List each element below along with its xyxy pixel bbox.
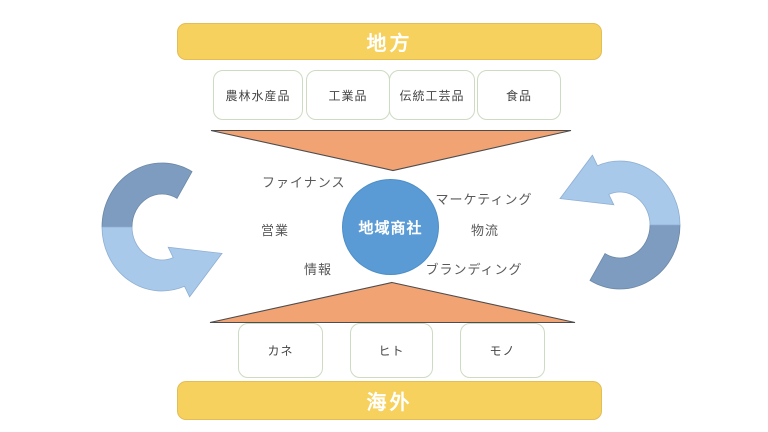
bottom-item-label: ヒト xyxy=(378,344,405,358)
center-circle-label: 地域商社 xyxy=(358,219,423,237)
bottom-banner: 海外 xyxy=(177,381,602,420)
top-item-box-crafts: 伝統工芸品 xyxy=(389,70,475,120)
top-item-label: 伝統工芸品 xyxy=(399,88,465,103)
center-circle: 地域商社 xyxy=(342,179,439,275)
top-item-box-industrial: 工業品 xyxy=(306,70,390,120)
top-item-box-agriculture: 農林水産品 xyxy=(213,70,303,120)
circular-arrow-left-icon xyxy=(101,162,223,298)
bottom-item-label: モノ xyxy=(489,344,516,358)
top-item-label: 農林水産品 xyxy=(225,88,291,103)
function-label-logistics: 物流 xyxy=(470,223,499,238)
top-item-label: 食品 xyxy=(505,88,532,103)
circular-arrow-right-icon xyxy=(559,154,681,290)
bottom-item-box-people: ヒト xyxy=(350,323,433,378)
top-banner-label: 地方 xyxy=(366,33,413,55)
top-banner: 地方 xyxy=(177,23,602,60)
top-item-label: 工業品 xyxy=(328,88,368,103)
function-label-finance: ファイナンス xyxy=(262,175,346,190)
top-item-box-food: 食品 xyxy=(477,70,561,120)
function-label-sales: 営業 xyxy=(260,223,289,238)
function-label-marketing: マーケティング xyxy=(435,192,533,207)
funnel-down-triangle-icon xyxy=(210,129,572,172)
bottom-banner-label: 海外 xyxy=(366,392,413,414)
function-label-branding: ブランディング xyxy=(425,262,523,277)
bottom-item-box-money: カネ xyxy=(238,323,323,378)
function-label-information: 情報 xyxy=(303,262,332,277)
funnel-up-triangle-icon xyxy=(209,281,576,324)
bottom-item-box-goods: モノ xyxy=(460,323,545,378)
bottom-item-label: カネ xyxy=(267,344,294,358)
